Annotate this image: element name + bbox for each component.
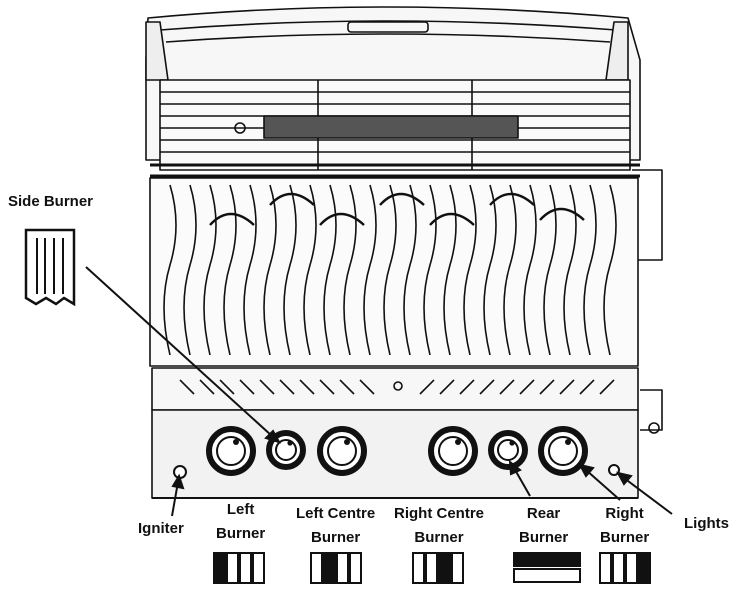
label-right-centre-burner-line2: Burner	[394, 529, 484, 547]
vent-strip	[152, 368, 638, 410]
warming-rack	[150, 80, 640, 176]
indicator-bar	[514, 553, 580, 566]
indicator-cell	[426, 553, 437, 583]
knob-left-burner[interactable]	[209, 429, 253, 473]
label-left-centre-burner-line1: Left Centre	[296, 505, 375, 522]
knob-left-centre-burner[interactable]	[320, 429, 364, 473]
label-igniter: Igniter	[138, 520, 184, 538]
label-side-burner: Side Burner	[8, 193, 93, 211]
label-rear-burner-line1: Rear	[527, 505, 560, 522]
indicator-cell	[639, 553, 650, 583]
label-right-centre-burner-line1: Right Centre	[394, 505, 484, 522]
indicator-cell	[227, 553, 238, 583]
burner-indicators	[214, 553, 650, 583]
indicator-cell	[452, 553, 463, 583]
indicator-cell	[253, 553, 264, 583]
indicator-cell	[324, 553, 335, 583]
grate-icon	[26, 230, 74, 304]
right-centre-burner-indicator	[413, 553, 463, 583]
label-rear-burner-line2: Burner	[519, 529, 568, 547]
knob-right-centre-burner[interactable]	[431, 429, 475, 473]
indicator-cell	[439, 553, 450, 583]
label-lights: Lights	[684, 515, 729, 533]
label-right-centre-burner: Right Centre Burner	[394, 505, 484, 547]
indicator-cell	[350, 553, 361, 583]
label-right-burner-line2: Burner	[600, 529, 649, 547]
label-right-burner: Right Burner	[600, 505, 649, 547]
indicator-cell	[626, 553, 637, 583]
indicator-cell	[600, 553, 611, 583]
label-rear-burner: Rear Burner	[519, 505, 568, 547]
label-right-burner-line1: Right	[605, 505, 643, 522]
indicator-cell	[214, 553, 225, 583]
indicator-cell	[311, 553, 322, 583]
indicator-cell	[613, 553, 624, 583]
left-centre-burner-indicator	[311, 553, 361, 583]
indicator-cell	[337, 553, 348, 583]
label-left-centre-burner-line2: Burner	[296, 529, 375, 547]
indicator-bar	[514, 569, 580, 582]
right-burner-indicator	[600, 553, 650, 583]
label-left-centre-burner: Left Centre Burner	[296, 505, 375, 547]
rear-burner-indicator	[514, 553, 580, 582]
left-burner-indicator	[214, 553, 264, 583]
indicator-cell	[240, 553, 251, 583]
label-left-burner: Left Burner	[216, 501, 265, 543]
knob-right-burner[interactable]	[541, 429, 585, 473]
label-left-burner-line1: Left	[227, 501, 255, 518]
grill-plates	[150, 178, 638, 366]
indicator-cell	[413, 553, 424, 583]
label-left-burner-line2: Burner	[216, 525, 265, 543]
knob-rear-burner[interactable]	[491, 433, 525, 467]
